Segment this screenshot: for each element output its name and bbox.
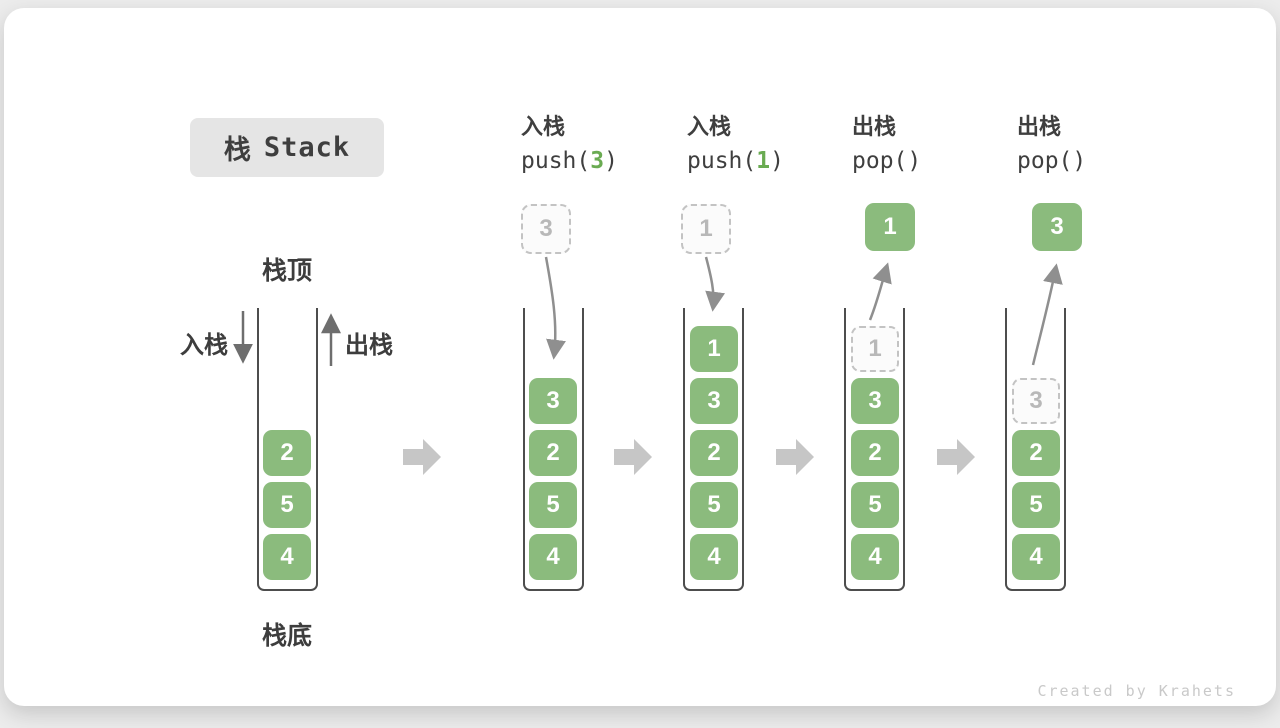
pending-box: 3 xyxy=(521,204,571,254)
stack-item: 4 xyxy=(1012,534,1060,580)
stack-item: 3 xyxy=(690,378,738,424)
push-curve-arrow-icon xyxy=(704,256,726,312)
stage-header-pop-1: 出栈 pop() xyxy=(852,112,921,174)
stack-item: 3 xyxy=(851,378,899,424)
label-pop: 出栈 xyxy=(345,332,393,359)
title-zh: 栈 xyxy=(223,135,252,166)
popped-box: 3 xyxy=(1032,203,1082,251)
stage-transition-arrow-icon xyxy=(403,439,441,475)
op-code: push(1) xyxy=(687,148,784,174)
stack-item: 5 xyxy=(1012,482,1060,528)
label-push: 入栈 xyxy=(180,332,228,359)
code-arg: 3 xyxy=(590,148,605,174)
stack-item: 4 xyxy=(690,534,738,580)
op-label: 出栈 xyxy=(1017,114,1062,139)
op-code: pop() xyxy=(852,148,922,174)
op-code: pop() xyxy=(1017,148,1087,174)
stage-header-pop-3: 出栈 pop() xyxy=(1017,112,1086,174)
stage-header-push-3: 入栈 push(3) xyxy=(521,112,618,174)
stack-item: 2 xyxy=(529,430,577,476)
stack-item: 2 xyxy=(690,430,738,476)
stack-item: 4 xyxy=(263,534,311,580)
stack-item: 5 xyxy=(263,482,311,528)
popped-box: 1 xyxy=(865,203,915,251)
stage-transition-arrow-icon xyxy=(776,439,814,475)
pending-box: 1 xyxy=(681,204,731,254)
stage-transition-arrow-icon xyxy=(937,439,975,475)
title-badge: 栈 Stack xyxy=(190,118,384,177)
stack-item: 2 xyxy=(1012,430,1060,476)
arrows-overlay xyxy=(233,256,1063,475)
op-label: 入栈 xyxy=(687,114,732,139)
ghost-box: 1 xyxy=(851,326,899,372)
stack-item: 1 xyxy=(690,326,738,372)
op-label: 入栈 xyxy=(521,114,566,139)
label-stack-bottom: 栈底 xyxy=(262,622,313,650)
ghost-box: 3 xyxy=(1012,378,1060,424)
diagram-card: 栈 Stack 栈顶 栈底 入栈 出栈 入栈 push(3) 入栈 push(1… xyxy=(4,8,1276,706)
stack-item: 5 xyxy=(690,482,738,528)
stack-item: 3 xyxy=(529,378,577,424)
stack-item: 2 xyxy=(263,430,311,476)
label-stack-top: 栈顶 xyxy=(262,257,313,285)
stage-transition-arrow-icon xyxy=(614,439,652,475)
op-code: push(3) xyxy=(521,148,618,174)
code-arg: 1 xyxy=(756,148,771,174)
stack-item: 2 xyxy=(851,430,899,476)
stack-item: 4 xyxy=(529,534,577,580)
footer-credit: Created by Krahets xyxy=(1037,682,1236,700)
stage-header-push-1: 入栈 push(1) xyxy=(687,112,784,174)
stack-item: 5 xyxy=(851,482,899,528)
op-label: 出栈 xyxy=(852,114,897,139)
stack-item: 5 xyxy=(529,482,577,528)
stack-item: 4 xyxy=(851,534,899,580)
title-en: Stack xyxy=(263,132,351,163)
